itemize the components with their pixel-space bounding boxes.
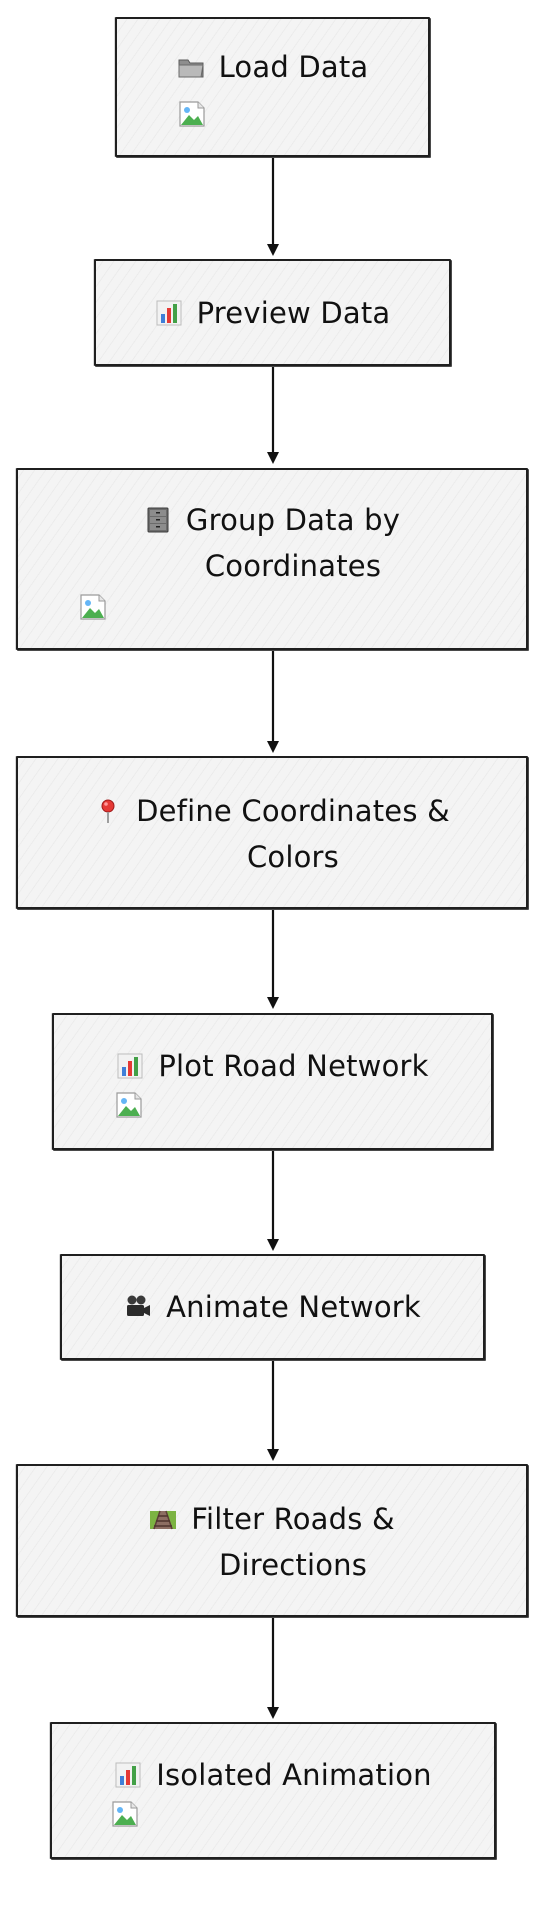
node-label: Plot Road Network (158, 1049, 429, 1083)
node-load-data: Load Data (115, 17, 430, 157)
node-label: Group Data by Coordinates (185, 503, 401, 583)
broken-image-icon (112, 1801, 138, 1827)
node-label: Preview Data (196, 296, 391, 330)
pushpin-icon (101, 799, 115, 823)
railway-track-icon (150, 1510, 177, 1530)
broken-image-icon (80, 594, 106, 620)
node-define-coordinates: Define Coordinates & Colors (16, 756, 528, 909)
bar-chart-icon (115, 1762, 141, 1788)
movie-camera-icon (127, 1295, 151, 1316)
node-group-data: Group Data by Coordinates (16, 468, 528, 650)
bar-chart-icon (117, 1053, 143, 1079)
node-label: Animate Network (166, 1290, 421, 1324)
node-plot-road-network: Plot Road Network (52, 1013, 493, 1150)
node-label: Define Coordinates & Colors (136, 794, 450, 874)
node-isolated-animation: Isolated Animation (50, 1722, 496, 1859)
node-filter-roads: Filter Roads & Directions (16, 1464, 528, 1617)
folder-icon (178, 59, 204, 78)
bar-chart-icon (156, 300, 182, 326)
node-animate-network: Animate Network (60, 1254, 485, 1360)
node-preview-data: Preview Data (94, 259, 451, 366)
node-label: Load Data (218, 50, 369, 84)
node-label: Isolated Animation (156, 1758, 432, 1792)
file-cabinet-icon (147, 507, 169, 533)
broken-image-icon (116, 1092, 142, 1118)
node-label: Filter Roads & Directions (191, 1502, 395, 1582)
broken-image-icon (179, 101, 205, 127)
